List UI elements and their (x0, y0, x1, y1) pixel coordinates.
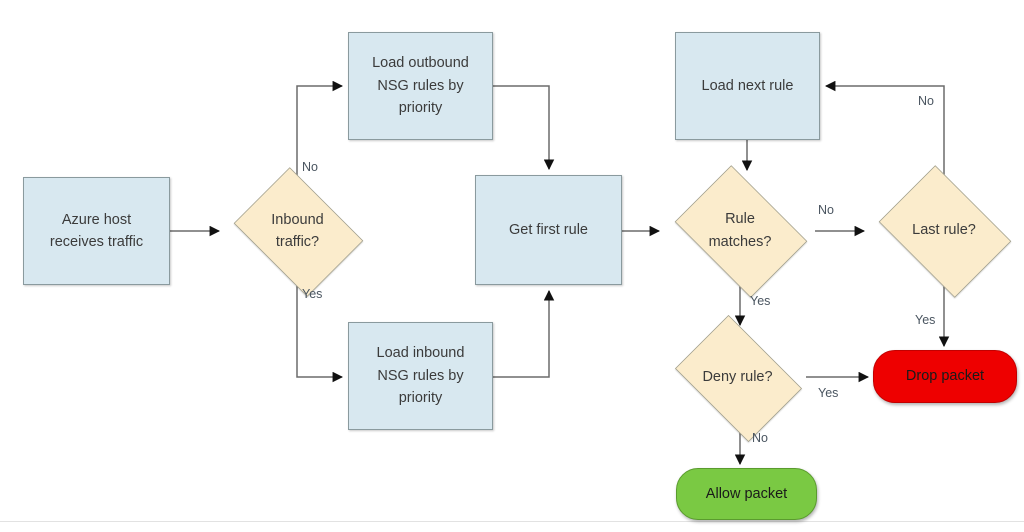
node-inbound-traffic[interactable]: Inbound traffic? (225, 167, 370, 297)
load-outbound-line-1: Load outbound (372, 55, 469, 72)
node-get-first-rule[interactable]: Get first rule (475, 175, 622, 285)
azure-host-line-1: Azure host (61, 211, 132, 228)
edge-outbound-to-getfirst (493, 85, 555, 171)
node-allow-packet[interactable]: Allow packet (676, 468, 817, 520)
edge-label-inbound-no: No (302, 160, 318, 174)
node-load-inbound-rules-label: Load inbound NSG rules by priority (369, 342, 473, 409)
rule-matches-line-1: Rule (725, 211, 755, 228)
node-drop-packet-label: Drop packet (905, 368, 985, 385)
edge-label-deny-rule-yes: Yes (818, 386, 839, 400)
node-deny-rule-label: Deny rule? (702, 369, 773, 386)
edge-lastrule-no-to-loadnext (824, 80, 945, 176)
node-inbound-traffic-label: Inbound traffic? (265, 209, 329, 254)
node-azure-host-label: Azure host receives traffic (42, 209, 151, 254)
edge-label-deny-rule-no: No (752, 431, 768, 445)
node-get-first-rule-label: Get first rule (509, 221, 588, 238)
load-inbound-line-1: Load inbound (376, 345, 465, 362)
node-allow-packet-label: Allow packet (705, 485, 788, 502)
node-rule-matches[interactable]: Rule matches? (665, 165, 815, 298)
edge-label-last-rule-no: No (918, 94, 934, 108)
node-deny-rule[interactable]: Deny rule? (665, 315, 810, 442)
inbound-line-2: traffic? (275, 234, 320, 250)
node-azure-host[interactable]: Azure host receives traffic (23, 177, 170, 285)
azure-host-line-2: receives traffic (49, 234, 144, 250)
rule-matches-line-2: matches? (708, 233, 772, 250)
edge-label-last-rule-yes: Yes (915, 313, 936, 327)
load-outbound-line-2: NSG rules by (377, 77, 464, 94)
node-load-next-rule[interactable]: Load next rule (675, 32, 820, 140)
inbound-line-1: Inbound (271, 211, 324, 228)
node-load-inbound-rules[interactable]: Load inbound NSG rules by priority (348, 322, 493, 430)
node-last-rule-label: Last rule? (912, 222, 976, 239)
edge-inbound-yes-to-inbound-rules (296, 286, 344, 383)
load-inbound-line-3: priority (398, 390, 443, 407)
edge-label-rule-matches-no: No (818, 203, 834, 217)
edge-inbound-rules-to-getfirst (493, 289, 555, 378)
node-drop-packet[interactable]: Drop packet (873, 350, 1017, 403)
footer-divider (0, 521, 1024, 522)
edge-label-rule-matches-yes: Yes (750, 294, 771, 308)
node-rule-matches-label: Rule matches? (703, 208, 778, 253)
node-load-next-rule-label: Load next rule (701, 77, 794, 94)
edge-label-inbound-yes: Yes (302, 287, 323, 301)
edge-inbound-no-to-outbound (296, 80, 344, 176)
load-outbound-line-3: priority (398, 100, 443, 117)
node-load-outbound-rules[interactable]: Load outbound NSG rules by priority (348, 32, 493, 140)
node-last-rule[interactable]: Last rule? (869, 165, 1019, 298)
load-inbound-line-2: NSG rules by (377, 367, 464, 384)
node-load-outbound-rules-label: Load outbound NSG rules by priority (364, 52, 477, 119)
